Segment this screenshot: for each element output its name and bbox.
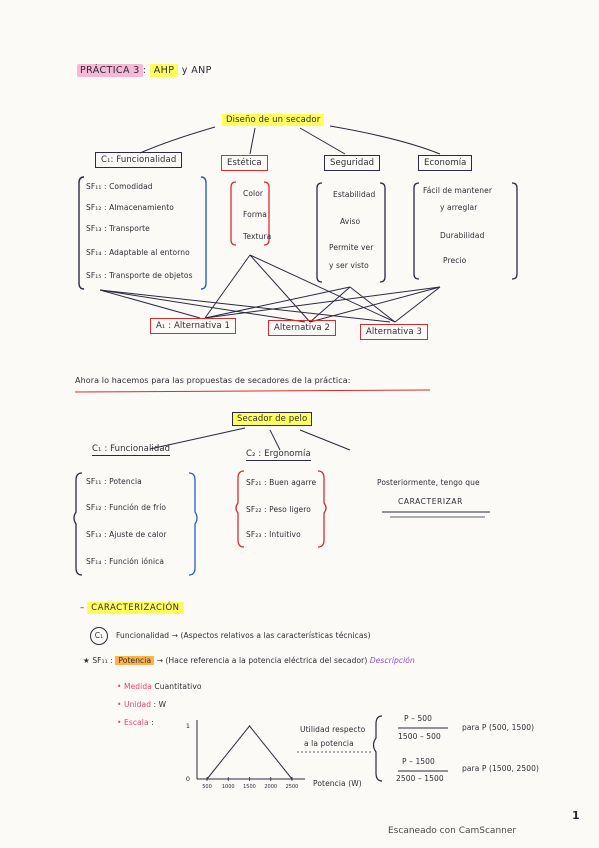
tree2-c1-item-3: SF₁₃ : Ajuste de calor: [86, 530, 167, 539]
alternative-3: Alternativa 3: [360, 324, 429, 340]
c4-item-4: Precio: [443, 256, 467, 265]
x-tick-label: 2000: [264, 784, 277, 790]
x-tick-label: 500: [202, 784, 212, 790]
caracterizar-note: Posteriormente, tengo que: [377, 478, 480, 487]
escala-label: Escala: [124, 718, 149, 727]
formula-label-2: a la potencia: [304, 739, 354, 748]
tree2-c1-item-2: SF₁₂ : Función de frío: [86, 503, 167, 512]
heading-dash: –: [80, 603, 85, 613]
chart-x-label: Potencia (W): [313, 779, 362, 788]
utility-point: [248, 725, 251, 727]
tree1-criterion-c1: C₁: Funcionalidad: [95, 152, 183, 168]
practica-label: PRÁCTICA 3: [77, 64, 143, 77]
tree2-c2-item-2: SF₂₂ : Peso ligero: [246, 505, 311, 514]
c3-item-3: Permite ver: [329, 243, 374, 252]
caracterizar-word: CARACTERIZAR: [398, 497, 463, 506]
scanner-watermark: Escaneado con CamScanner: [388, 826, 517, 836]
tree1-root-label: Diseño de un secador: [222, 114, 325, 126]
alternative-1: A₁ : Alternativa 1: [150, 318, 237, 334]
sf11-label: Potencia: [115, 656, 155, 665]
c1-item-3: SF₁₃ : Transporte: [86, 224, 150, 233]
sf11-arrow: →: [156, 656, 164, 665]
c4-item-3: Durabilidad: [440, 231, 485, 240]
bullet-medida: • Medida Cuantitativo: [117, 682, 202, 691]
c3-item-4: y ser visto: [329, 261, 369, 270]
tree2-c2-item-1: SF₂₁ : Buen agarre: [246, 478, 317, 487]
formula-1-numerator: P – 500: [404, 714, 433, 723]
tree2-c1-item-4: SF₁₄ : Función iónica: [86, 557, 165, 566]
sf11-line: ★ SF₁₁ : Potencia → (Hace referencia a l…: [83, 656, 415, 665]
header-colon: :: [142, 65, 147, 76]
c2-item-3: Textura: [243, 232, 272, 241]
caracterizacion-label: CARACTERIZACIÓN: [87, 602, 184, 614]
x-tick-label: 1000: [222, 784, 235, 790]
tree1-criterion-c4: Economía: [418, 155, 473, 171]
formula-2-numerator: P – 1500: [402, 757, 435, 766]
tree2-criterion-c2: C₂ : Ergonomía: [246, 449, 311, 461]
tree2-c2-item-3: SF₂₃ : Intuitivo: [246, 530, 301, 539]
formula-2-denominator: 2500 – 1500: [396, 774, 444, 783]
tree2-root-label: Secador de pelo: [232, 412, 313, 426]
transition-note: Ahora lo hacemos para las propuestas de …: [75, 376, 351, 385]
tree1-root: Diseño de un secador: [222, 114, 325, 126]
c3-item-2: Aviso: [340, 217, 361, 226]
unidad-label: Unidad: [124, 700, 152, 709]
c1-item-1: SF₁₁ : Comodidad: [86, 182, 153, 191]
unidad-value: W: [158, 700, 167, 709]
formula-2-condition: para P (1500, 2500): [462, 764, 540, 773]
header-rest: y ANP: [181, 65, 212, 76]
formula-1-condition: para P (500, 1500): [462, 723, 535, 732]
tree2-c1-item-1: SF₁₁ : Potencia: [86, 477, 142, 486]
tree2-root: Secador de pelo: [232, 412, 313, 426]
tree2-criterion-c1: C₁ : Funcionalidad: [92, 444, 171, 456]
c1-functionality-text: Funcionalidad → (Aspectos relativos a la…: [116, 631, 371, 640]
x-tick-label: 1500: [243, 784, 256, 790]
descripcion-label: Descripción: [369, 656, 415, 665]
star-icon: ★: [83, 656, 90, 665]
y-tick-label: 0: [186, 775, 190, 783]
c2-item-2: Forma: [243, 210, 267, 219]
header: PRÁCTICA 3: AHP y ANP: [77, 64, 212, 77]
c1-item-4: SF₁₄ : Adaptable al entorno: [86, 248, 190, 257]
c1-item-2: SF₁₂ : Almacenamiento: [86, 203, 174, 212]
c1-circle: C₁: [90, 627, 108, 645]
c4-item-1: Fácil de mantener: [423, 186, 493, 195]
medida-label: Medida: [124, 682, 152, 691]
page-number: 1: [572, 809, 580, 822]
alternative-2: Alternativa 2: [268, 320, 337, 336]
tree1-criterion-c3: Seguridad: [324, 155, 381, 171]
c4-item-2: y arreglar: [440, 203, 478, 212]
c3-item-1: Estabilidad: [333, 190, 376, 199]
formula-label-1: Utilidad respecto: [300, 725, 366, 734]
medida-value: Cuantitativo: [154, 682, 202, 691]
sf11-prefix: SF₁₁ :: [92, 656, 113, 665]
c2-item-1: Color: [243, 189, 264, 198]
bullet-unidad: • Unidad : W: [117, 700, 167, 709]
c1-item-5: SF₁₅ : Transporte de objetos: [86, 271, 193, 280]
x-tick-label: 2500: [286, 784, 299, 790]
caracterizacion-heading: – CARACTERIZACIÓN: [80, 602, 184, 614]
y-tick-label: 1: [186, 722, 190, 730]
bullet-escala: • Escala :: [117, 718, 154, 727]
tree1-criterion-c2: Estética: [221, 155, 268, 171]
sf11-description: (Hace referencia a la potencia eléctrica…: [165, 656, 368, 665]
formula-1-denominator: 1500 – 500: [398, 732, 441, 741]
ahp-label: AHP: [149, 64, 179, 77]
utility-line: [206, 725, 293, 780]
